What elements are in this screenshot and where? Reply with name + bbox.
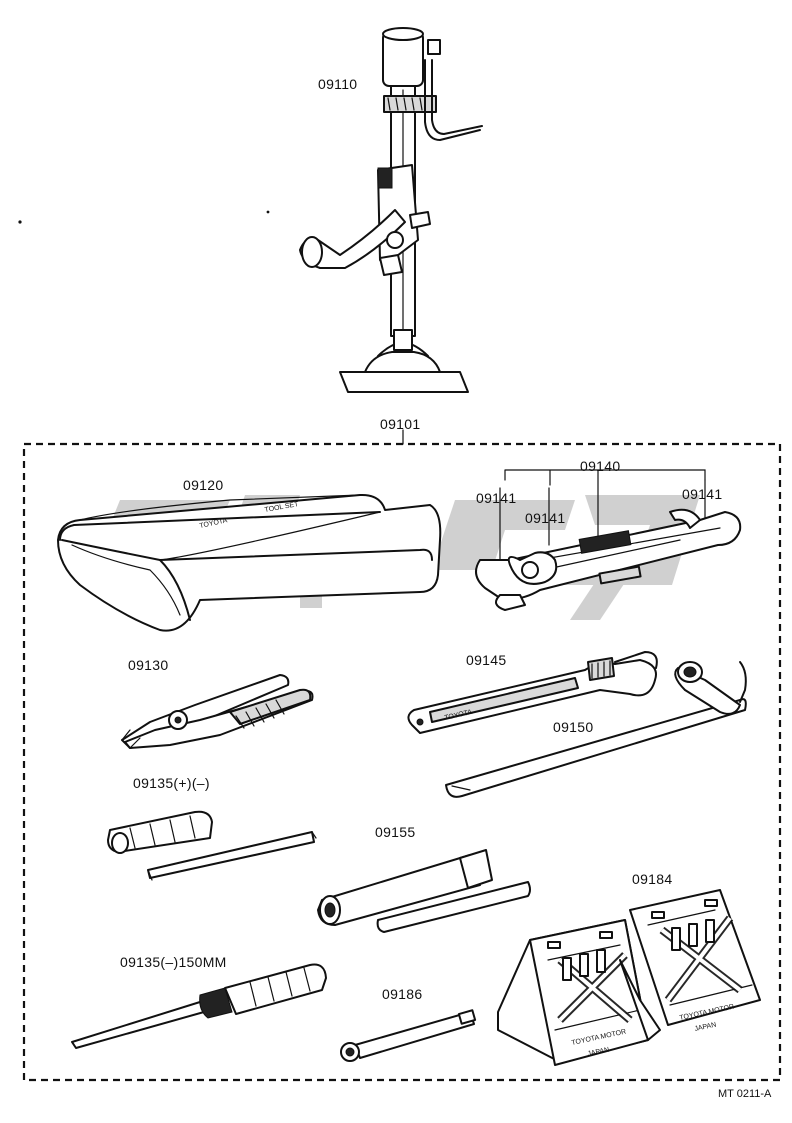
hook-rod-drawing bbox=[340, 1009, 477, 1062]
handle-rod-drawing bbox=[317, 849, 531, 933]
reversible-screwdriver-drawing bbox=[107, 810, 317, 881]
drawing-reference: MT 0211-A bbox=[718, 1088, 772, 1100]
label-hook-rod: 09186 bbox=[382, 986, 423, 1002]
label-handle-rod: 09155 bbox=[375, 824, 416, 840]
adjustable-wrench-drawing: TOYOTA bbox=[407, 651, 658, 734]
chock-text-origin-b: JAPAN bbox=[694, 1022, 717, 1033]
wheel-chocks-drawing: TOYOTA MOTOR JAPAN TOYOTA MOTOR JAPAN bbox=[497, 889, 761, 1066]
pliers-drawing bbox=[121, 674, 314, 749]
tool-set-box bbox=[22, 429, 782, 1082]
wrench-set-drawing bbox=[475, 469, 742, 611]
label-lug-wrench: 09150 bbox=[553, 719, 594, 735]
lug-wrench-drawing bbox=[445, 661, 747, 798]
label-jack: 09110 bbox=[318, 76, 358, 92]
label-pliers: 09130 bbox=[128, 657, 169, 673]
label-wrench-b: 09141 bbox=[525, 510, 566, 526]
stray-mark bbox=[266, 210, 270, 214]
tool-bag-drawing: TOYOTA TOOL SET bbox=[57, 493, 442, 632]
jack-drawing bbox=[299, 27, 483, 393]
label-tool-bag: 09120 bbox=[183, 477, 224, 493]
label-wrench-a: 09141 bbox=[476, 490, 517, 506]
label-wrench-set: 09140 bbox=[580, 458, 621, 474]
label-adjustable-wrench: 09145 bbox=[466, 652, 507, 668]
label-wheel-chocks: 09184 bbox=[632, 871, 673, 887]
label-tool-set: 09101 bbox=[380, 416, 421, 432]
label-screwdriver-150: 09135(–)150MM bbox=[120, 954, 227, 970]
screwdriver-150-drawing bbox=[71, 963, 327, 1049]
stray-mark bbox=[18, 220, 22, 224]
chock-text-origin-a: JAPAN bbox=[587, 1047, 610, 1058]
label-reversible-screwdriver: 09135(+)(–) bbox=[133, 775, 210, 791]
label-wrench-c: 09141 bbox=[682, 486, 723, 502]
